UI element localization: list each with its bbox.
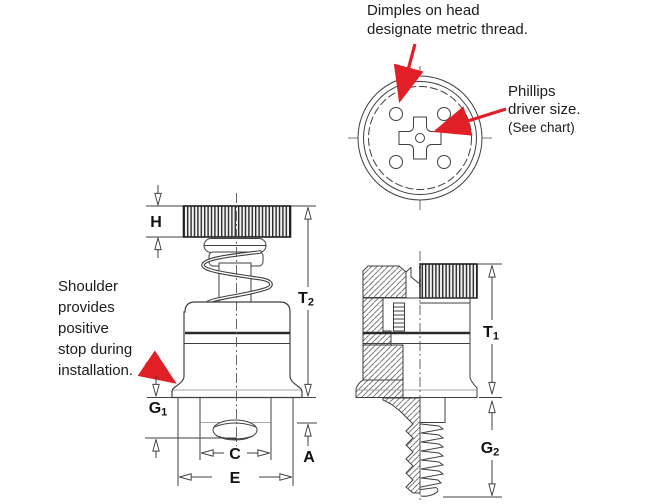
- shoulder-arrow: [137, 350, 177, 384]
- section-flange-left: [355, 379, 404, 398]
- callout-shoulder: Shoulder provides positive stop during i…: [58, 278, 177, 384]
- section-knurled-head: [419, 263, 478, 299]
- dimple-top-left: [389, 107, 403, 121]
- callout-dimples-line2: designate metric thread.: [367, 21, 528, 38]
- dimple-bottom-right: [437, 155, 451, 169]
- knurled-head: [182, 205, 292, 238]
- section-wall-lower: [362, 344, 404, 381]
- dim-label-t2: T2: [298, 290, 314, 309]
- section-spring: [393, 302, 405, 332]
- dim-label-g2: G2: [481, 440, 500, 459]
- dimples-arrow: [393, 43, 424, 104]
- callout-dimples-line1: Dimples on head: [367, 2, 480, 19]
- fastener-side-view: [171, 193, 303, 446]
- dimple-bottom-left: [389, 155, 403, 169]
- section-screw-lower: [382, 397, 421, 494]
- dim-label-e: E: [230, 470, 241, 487]
- callout-shoulder-line4: stop during: [58, 341, 132, 358]
- screw-tip: [212, 419, 258, 441]
- fastener-section-view: [355, 251, 478, 502]
- screw-tip-section: [420, 486, 439, 497]
- section-wall-upper: [362, 297, 392, 346]
- section-head: [362, 265, 407, 298]
- dimensions-section-view: T1 G2: [443, 263, 502, 498]
- dimensions-side-view: H T2 G1 C E A: [145, 185, 318, 487]
- callout-shoulder-line1: Shoulder: [58, 278, 118, 295]
- section-recess-lines: [405, 266, 421, 285]
- callout-phillips: Phillips driver size. (See chart): [432, 83, 581, 136]
- flange-right-curve: [469, 377, 478, 398]
- head-outer-circle: [357, 75, 483, 201]
- dim-label-a: A: [303, 449, 315, 466]
- callout-shoulder-line3: positive: [58, 320, 109, 337]
- callout-shoulder-line2: provides: [58, 299, 115, 316]
- thread-profile: [420, 423, 445, 488]
- dim-label-c: C: [229, 446, 241, 463]
- head-top-view: [348, 66, 492, 210]
- phillips-center-circle: [415, 133, 425, 143]
- phillips-arrow: [432, 106, 507, 136]
- callout-phillips-line2: driver size.: [508, 101, 581, 118]
- body-with-shoulder: [171, 301, 303, 399]
- dim-label-g1: G1: [149, 400, 168, 419]
- phillips-recess-icon: [398, 116, 442, 160]
- callout-phillips-line1: Phillips: [508, 83, 556, 100]
- dim-label-t1: T1: [483, 324, 499, 343]
- callout-phillips-line3: (See chart): [508, 120, 575, 135]
- dim-label-h: H: [150, 214, 162, 231]
- callout-dimples: Dimples on head designate metric thread.: [367, 2, 528, 104]
- callout-shoulder-line5: installation.: [58, 362, 133, 379]
